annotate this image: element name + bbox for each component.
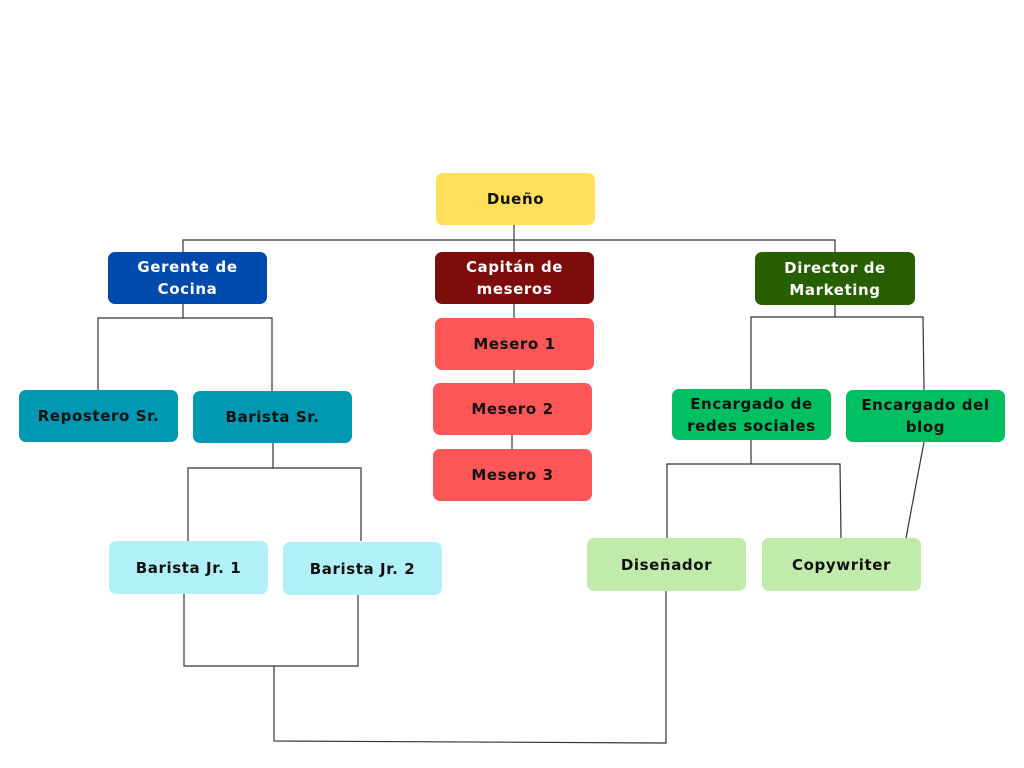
node-copywriter-label: Copywriter xyxy=(792,555,891,574)
node-designer-label: Diseñador xyxy=(620,555,713,574)
node-waiter-2: Mesero 2 xyxy=(433,383,592,435)
node-junior-barista-2: Barista Jr. 2 xyxy=(283,542,442,595)
node-owner: Dueño xyxy=(436,173,595,225)
node-blog-manager-label: Encargado del blog xyxy=(861,396,990,436)
node-senior-barista-label: Barista Sr. xyxy=(225,408,320,426)
connector-blog-to-copywriter xyxy=(905,441,925,539)
node-designer: Diseñador xyxy=(587,538,746,591)
connector-owner-to-managers xyxy=(182,239,836,252)
node-copywriter: Copywriter xyxy=(762,538,921,591)
connector-marketing-director xyxy=(750,316,925,391)
connector-senior-barista xyxy=(187,467,362,541)
node-social-media-manager-label: Encargado de redes sociales xyxy=(687,394,816,435)
node-waiter-3: Mesero 3 xyxy=(433,449,592,501)
node-waiter-2-label: Mesero 2 xyxy=(471,400,554,418)
connector-bottom-link xyxy=(273,591,667,744)
node-waiter-1-label: Mesero 1 xyxy=(473,335,556,353)
node-social-media-manager: Encargado de redes sociales xyxy=(672,389,831,440)
node-owner-label: Dueño xyxy=(486,190,545,208)
node-pastry-chef: Repostero Sr. xyxy=(19,390,178,442)
node-blog-manager: Encargado del blog xyxy=(846,390,1005,442)
node-head-waiter: Capitán de meseros xyxy=(435,252,594,304)
node-kitchen-manager-label: Gerente de Cocina xyxy=(137,258,238,298)
node-head-waiter-label: Capitán de meseros xyxy=(465,258,564,298)
connector-junior-baristas xyxy=(183,594,359,667)
node-waiter-1: Mesero 1 xyxy=(435,318,594,370)
node-senior-barista: Barista Sr. xyxy=(193,391,352,443)
node-junior-barista-1-label: Barista Jr. 1 xyxy=(135,558,242,577)
node-kitchen-manager: Gerente de Cocina xyxy=(108,252,267,304)
node-pastry-chef-label: Repostero Sr. xyxy=(37,407,160,425)
connector-kitchen-manager xyxy=(97,317,273,391)
node-junior-barista-1: Barista Jr. 1 xyxy=(109,541,268,594)
node-waiter-3-label: Mesero 3 xyxy=(471,466,554,484)
node-marketing-director-label: Director de Marketing xyxy=(784,258,886,299)
node-marketing-director: Director de Marketing xyxy=(755,252,915,305)
connector-social-media xyxy=(666,463,842,539)
node-junior-barista-2-label: Barista Jr. 2 xyxy=(309,559,416,578)
